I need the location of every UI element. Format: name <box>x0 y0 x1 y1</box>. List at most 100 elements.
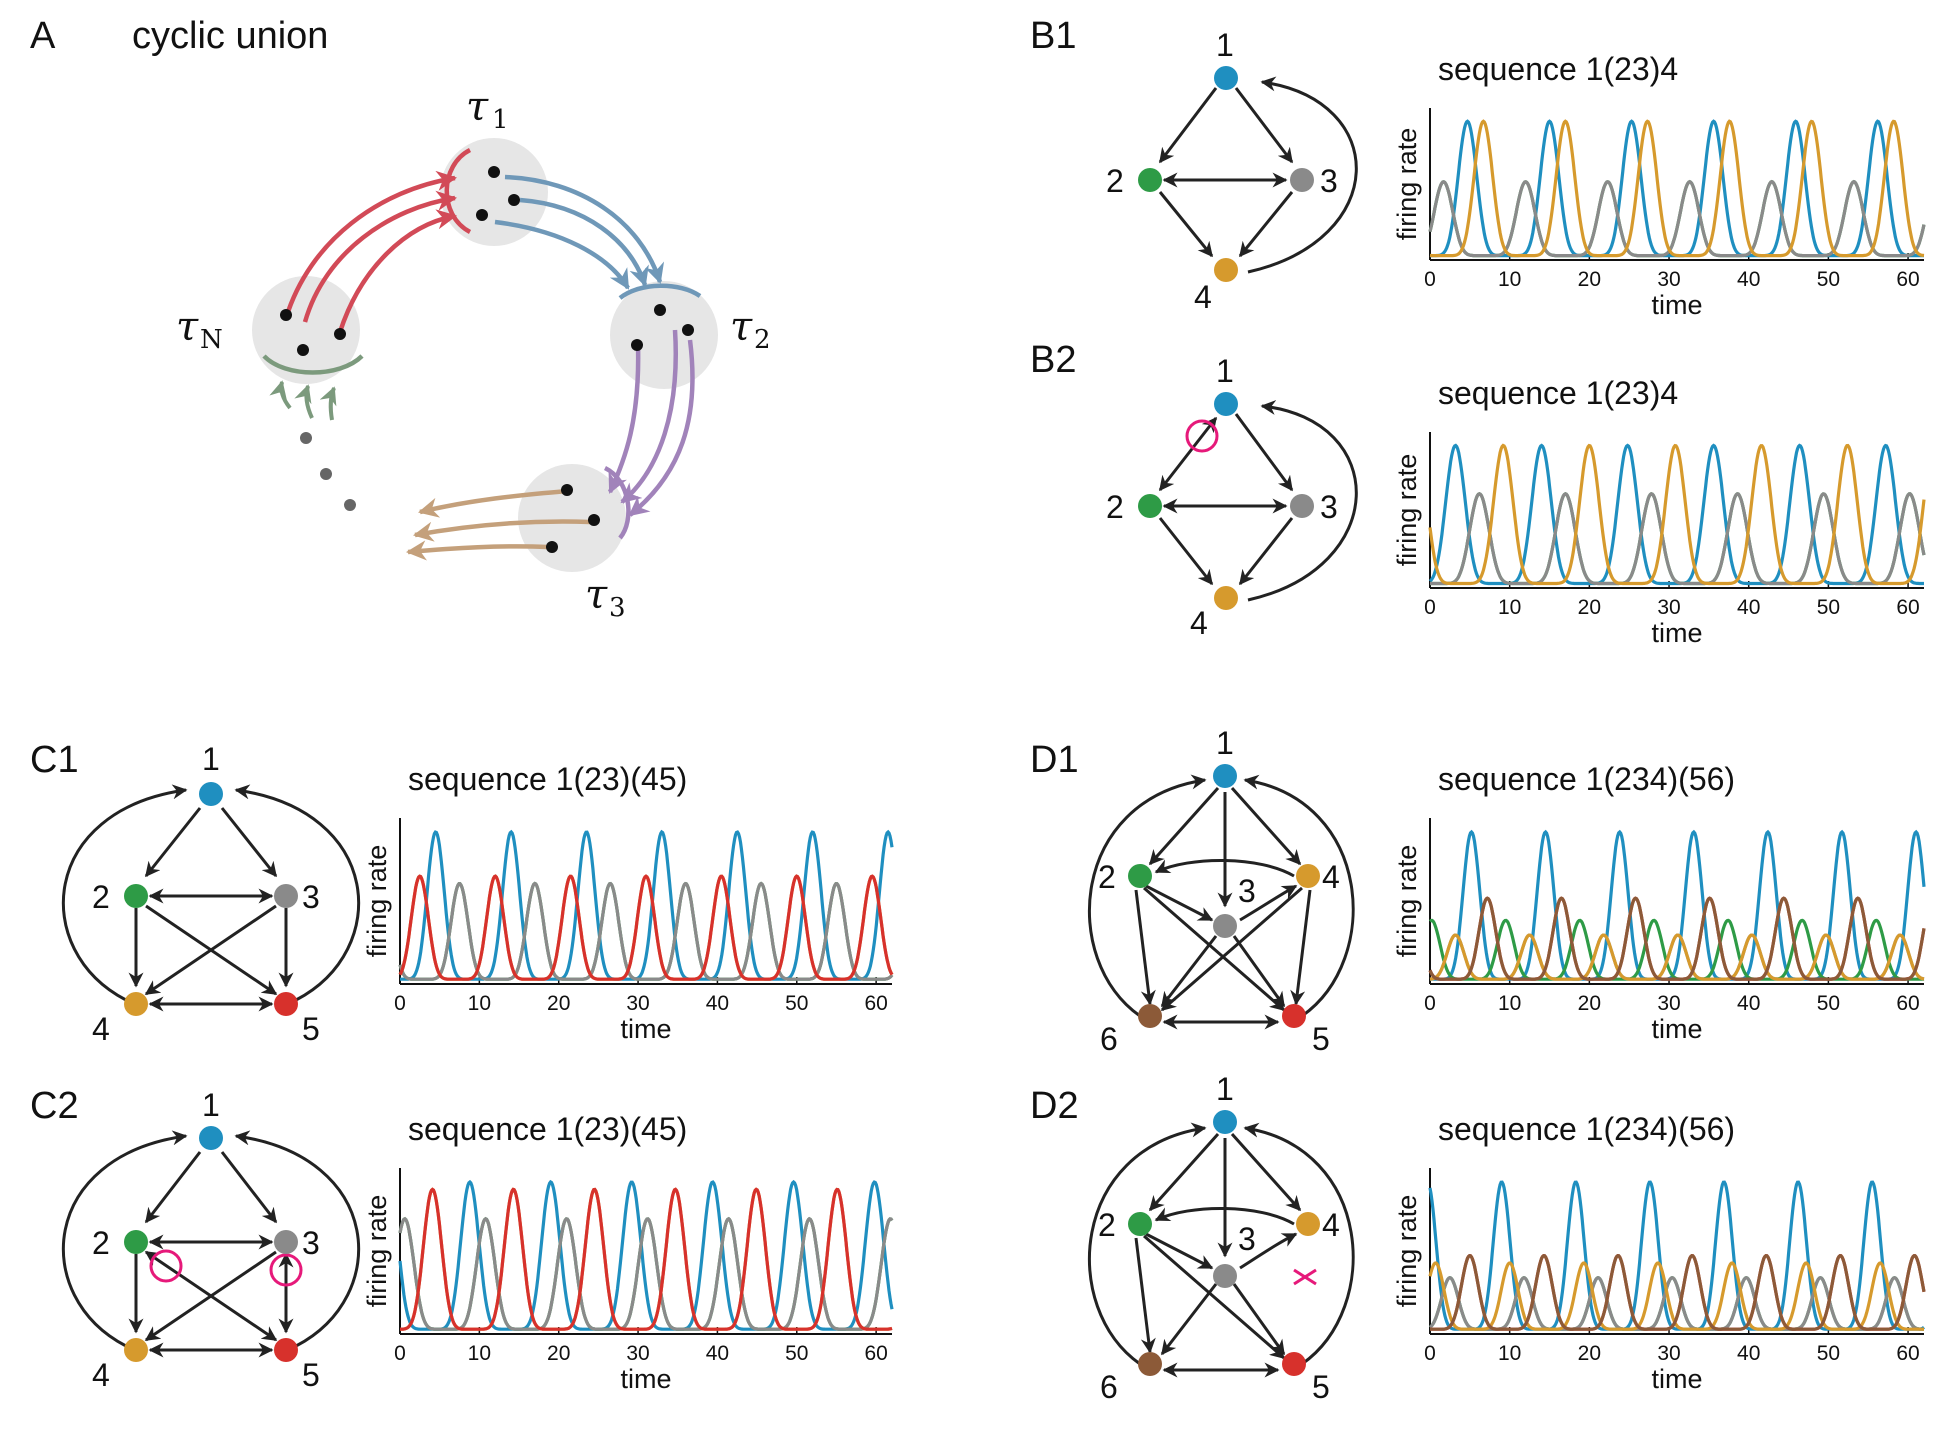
x-tick-label: 40 <box>706 1342 729 1365</box>
c2-label-2: 2 <box>92 1225 110 1261</box>
c2-label-5: 5 <box>302 1357 320 1393</box>
tauN-subscript: N <box>200 325 223 355</box>
x-tick-label: 50 <box>1817 1342 1840 1365</box>
x-tick-label: 30 <box>1657 268 1680 291</box>
chart-title: sequence 1(23)(45) <box>408 761 687 797</box>
b1-node-3 <box>1290 168 1314 192</box>
x-tick-label: 30 <box>626 992 649 1015</box>
x-tick-label: 40 <box>1737 596 1760 619</box>
d1-node-2 <box>1128 864 1152 888</box>
y-axis-label: firing rate <box>1392 1195 1422 1308</box>
c2-label-1: 1 <box>202 1087 220 1123</box>
tau2-subscript: 2 <box>754 325 771 355</box>
c2-node-1 <box>199 1126 223 1150</box>
tau3-subscript: 3 <box>609 593 626 623</box>
c1-label-2: 2 <box>92 879 110 915</box>
x-axis-label: time <box>1651 1364 1702 1394</box>
b2-node-2 <box>1138 494 1162 518</box>
d1-label-5: 5 <box>1312 1021 1330 1057</box>
x-tick-label: 20 <box>1578 268 1601 291</box>
chart-title: sequence 1(23)4 <box>1438 375 1678 411</box>
x-axis-label: time <box>1651 618 1702 648</box>
component-tau1 <box>440 138 548 246</box>
b2-label-3: 3 <box>1320 489 1338 525</box>
b1-label-2: 2 <box>1106 163 1124 199</box>
panel-c1-label: C1 <box>30 739 79 781</box>
x-tick-label: 10 <box>468 992 491 1015</box>
c1-node-5 <box>274 992 298 1016</box>
x-tick-label: 50 <box>785 1342 808 1365</box>
d2-node-2 <box>1128 1212 1152 1236</box>
y-axis-label: firing rate <box>1392 845 1422 958</box>
d2-label-1: 1 <box>1216 1071 1234 1107</box>
series-line-node-3 <box>398 881 894 981</box>
tauN-symbol: τ <box>176 304 199 350</box>
b1-node-4 <box>1214 258 1238 282</box>
series-line-node-6 <box>1430 1254 1926 1331</box>
c2-node-3 <box>274 1230 298 1254</box>
x-tick-label: 20 <box>1578 992 1601 1015</box>
d2-node-5 <box>1282 1352 1306 1376</box>
c1-label-5: 5 <box>302 1011 320 1047</box>
c2-node-5 <box>274 1338 298 1362</box>
x-axis-label: time <box>1651 290 1702 320</box>
x-tick-label: 0 <box>1424 1342 1436 1365</box>
d2-label-6: 6 <box>1100 1369 1118 1405</box>
tau1-symbol: τ <box>466 84 489 130</box>
d1-label-4: 4 <box>1322 859 1340 895</box>
d2-removed-edge-cross <box>1293 1268 1317 1286</box>
chart-title: sequence 1(234)(56) <box>1438 1111 1735 1147</box>
c2-node-2 <box>124 1230 148 1254</box>
d1-node-1 <box>1213 764 1237 788</box>
chart-title: sequence 1(234)(56) <box>1438 761 1735 797</box>
x-tick-label: 40 <box>1737 992 1760 1015</box>
c2-label-4: 4 <box>92 1357 110 1393</box>
x-tick-label: 60 <box>864 1342 887 1365</box>
panel-a-label: A <box>30 15 56 57</box>
d2-node-4 <box>1296 1212 1320 1236</box>
c2-highlight-circle-left <box>149 1249 183 1283</box>
x-tick-label: 60 <box>1896 992 1919 1015</box>
series-line-node-2 <box>1430 492 1926 586</box>
x-tick-label: 60 <box>1896 596 1919 619</box>
series-line-node-1 <box>1430 829 1926 981</box>
d2-label-4: 4 <box>1322 1207 1340 1243</box>
series-line-node-5 <box>400 1187 893 1331</box>
panel-d2-label: D2 <box>1030 1085 1079 1127</box>
chart-title: sequence 1(23)(45) <box>408 1111 687 1147</box>
d1-node-4 <box>1296 864 1320 888</box>
x-tick-label: 10 <box>1498 1342 1521 1365</box>
x-tick-label: 40 <box>1737 268 1760 291</box>
x-tick-label: 50 <box>1817 268 1840 291</box>
d1-label-2: 2 <box>1098 859 1116 895</box>
x-tick-label: 10 <box>1498 596 1521 619</box>
d1-label-3: 3 <box>1238 873 1256 909</box>
x-axis-label: time <box>1651 1014 1702 1044</box>
x-tick-label: 20 <box>1578 1342 1601 1365</box>
x-tick-label: 50 <box>785 992 808 1015</box>
graph-b2: B2 1 2 3 4 <box>1030 339 1358 641</box>
b1-node-1 <box>1214 66 1238 90</box>
x-tick-label: 0 <box>394 1342 406 1365</box>
x-tick-label: 60 <box>1896 268 1919 291</box>
series-line-node-6 <box>1428 896 1926 981</box>
series-line-node-1 <box>1428 443 1924 586</box>
c1-label-1: 1 <box>202 741 220 777</box>
series-line-node-3 <box>398 1216 894 1331</box>
series-line-node-4 <box>1428 1261 1924 1331</box>
x-tick-label: 30 <box>626 1342 649 1365</box>
tau3-symbol: τ <box>585 572 608 618</box>
x-tick-label: 30 <box>1657 992 1680 1015</box>
x-tick-label: 10 <box>468 1342 491 1365</box>
panel-a-title: cyclic union <box>132 15 328 57</box>
b1-label-1: 1 <box>1216 27 1234 63</box>
x-tick-label: 40 <box>706 992 729 1015</box>
tau1-subscript: 1 <box>492 105 509 135</box>
c1-node-1 <box>199 782 223 806</box>
